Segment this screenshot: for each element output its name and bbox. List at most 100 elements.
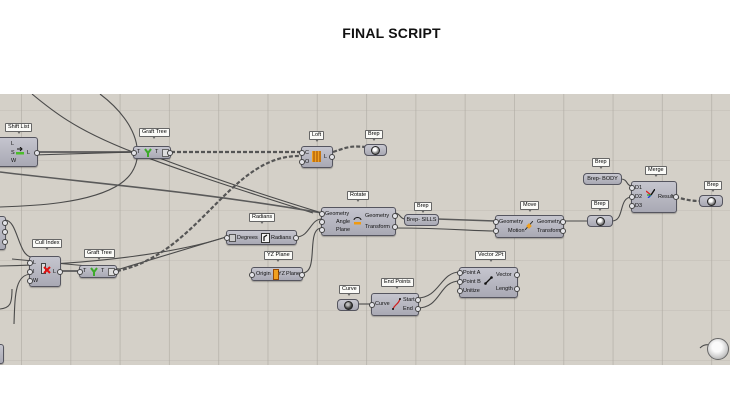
output-label: T — [155, 149, 159, 155]
input-label: L — [33, 260, 37, 266]
input-pin[interactable] — [319, 211, 325, 217]
output-pin[interactable] — [514, 272, 520, 278]
cull-index-component[interactable]: L I W L — [27, 256, 63, 287]
loft-component[interactable]: C O L — [299, 146, 335, 168]
wire — [4, 219, 33, 258]
output-pin[interactable] — [415, 306, 421, 312]
grasshopper-canvas[interactable]: Shift List L S W L Graft Tree T T Loft C… — [0, 94, 730, 365]
end-points-component[interactable]: Curve Start End — [369, 293, 421, 316]
input-pin[interactable] — [629, 194, 635, 200]
input-pin[interactable] — [27, 278, 33, 284]
plane-icon — [273, 269, 279, 280]
output-label: Plane — [286, 271, 301, 277]
brep-body-param[interactable]: Brep- BODY — [583, 173, 622, 185]
dashed-wire — [332, 145, 367, 154]
input-label: Plane — [336, 227, 351, 233]
input-pin[interactable] — [629, 203, 635, 209]
output-pin[interactable] — [2, 239, 8, 245]
input-pin[interactable] — [493, 219, 499, 225]
input-pin[interactable] — [27, 269, 33, 275]
brep-sills-param[interactable]: Brep- SILLS — [404, 214, 439, 226]
output-pin[interactable] — [2, 220, 8, 226]
output-pin[interactable] — [167, 150, 173, 156]
output-pin[interactable] — [560, 219, 566, 225]
input-pin[interactable] — [493, 228, 499, 234]
output-pin[interactable] — [57, 269, 63, 275]
curve-param[interactable] — [337, 299, 359, 311]
wire — [0, 171, 323, 214]
offscreen-component[interactable] — [0, 344, 4, 364]
input-label: W — [11, 158, 17, 164]
page-title: FINAL SCRIPT — [342, 25, 441, 41]
graft-tree-component[interactable]: T T — [131, 146, 173, 159]
input-pin[interactable] — [457, 270, 463, 276]
brep-param[interactable] — [364, 144, 387, 156]
output-pin[interactable] — [329, 154, 335, 160]
input-pin[interactable] — [369, 302, 375, 308]
output-pin[interactable] — [34, 150, 40, 156]
output-label: L — [27, 150, 31, 156]
input-label: Angle — [336, 219, 351, 225]
input-label: Point A — [463, 270, 481, 276]
end-points-tag: End Points — [381, 278, 414, 289]
output-pin[interactable] — [392, 213, 398, 219]
input-pin[interactable] — [131, 150, 137, 156]
brep-body-tag: Brep — [592, 158, 610, 169]
output-pin[interactable] — [293, 235, 299, 241]
input-pin[interactable] — [457, 288, 463, 294]
graft-tree-component[interactable]: T T — [77, 265, 119, 278]
input-label: Geometry — [325, 211, 350, 217]
vector-2pt-component[interactable]: Point A Point B Unitize Vector Length — [457, 267, 520, 298]
shift-list-icon — [16, 146, 24, 155]
output-label: Transform — [365, 224, 390, 230]
input-label: L — [11, 141, 15, 147]
cull-index-icon — [41, 263, 51, 277]
output-label: Result — [658, 194, 674, 200]
output-pin[interactable] — [113, 269, 119, 275]
wire — [611, 196, 633, 222]
canvas-navigation-widget[interactable] — [707, 338, 729, 360]
shift-list-component[interactable]: L S W L — [0, 137, 40, 167]
output-pin[interactable] — [392, 224, 398, 230]
plane-icon-text: YZ — [278, 271, 286, 277]
input-label: T — [137, 149, 141, 155]
input-pin[interactable] — [249, 272, 255, 278]
output-pin[interactable] — [299, 272, 305, 278]
input-pin[interactable] — [77, 269, 83, 275]
input-pin[interactable] — [457, 279, 463, 285]
input-pin[interactable] — [319, 219, 325, 225]
output-pin[interactable] — [514, 286, 520, 292]
brep-param[interactable] — [587, 215, 613, 227]
output-label: L — [53, 269, 57, 275]
output-pin[interactable] — [560, 228, 566, 234]
input-label: Point B — [463, 279, 481, 285]
input-pin[interactable] — [629, 185, 635, 191]
graft-icon — [90, 267, 98, 278]
input-label: Motion — [508, 228, 525, 234]
output-pin[interactable] — [2, 229, 8, 235]
input-pin[interactable] — [27, 260, 33, 266]
brep-tag: Brep — [591, 200, 609, 211]
rotate-component[interactable]: Geometry Angle Plane Geometry Transform — [319, 207, 398, 236]
wire — [394, 227, 496, 232]
input-label: T — [83, 268, 87, 274]
offscreen-component[interactable] — [0, 216, 8, 250]
dashed-wire — [116, 154, 302, 273]
input-label: D3 — [635, 203, 643, 209]
output-pin[interactable] — [415, 297, 421, 303]
radians-component[interactable]: Degrees Radians — [224, 230, 299, 245]
input-pin[interactable] — [299, 150, 305, 156]
input-pin[interactable] — [299, 159, 305, 165]
wire — [148, 153, 323, 214]
graft-tree-tag: Graft Tree — [84, 249, 115, 260]
brep-param[interactable] — [699, 195, 723, 207]
move-component[interactable]: Geometry Motion Geometry Transform — [493, 215, 566, 238]
input-pin[interactable] — [319, 227, 325, 233]
yz-plane-component[interactable]: Origin YZ Plane — [249, 267, 305, 281]
output-label: Geometry — [537, 219, 562, 225]
output-pin[interactable] — [673, 194, 679, 200]
vector-icon — [484, 276, 493, 287]
cull-index-tag: Cull Index — [32, 239, 63, 250]
curve-tag: Curve — [339, 285, 360, 296]
merge-component[interactable]: D1 D2 D3 Result — [629, 181, 679, 213]
